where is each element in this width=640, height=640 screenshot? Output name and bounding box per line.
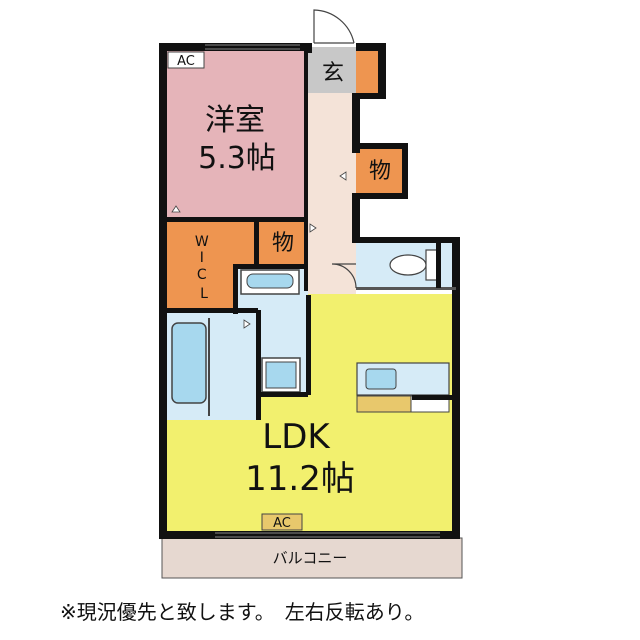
ldk-name: LDK	[262, 417, 331, 457]
wash-sink	[246, 273, 294, 289]
western-room-size: 5.3帖	[198, 141, 276, 176]
bathtub	[171, 322, 207, 404]
walls	[159, 43, 460, 539]
balcony	[161, 537, 463, 579]
storage-middle-label: 物	[272, 231, 294, 256]
kitchen-base	[356, 395, 412, 413]
wic-label: W I C L	[195, 234, 213, 302]
bath-divider	[208, 318, 210, 416]
western-room-name: 洋室	[205, 103, 265, 138]
entrance	[308, 47, 356, 93]
toilet-bowl	[389, 254, 427, 276]
ldk-size: 11.2帖	[245, 459, 355, 499]
direction-marker	[243, 319, 251, 329]
storage-upper	[356, 47, 380, 93]
storage-upper-label: 物	[369, 159, 391, 184]
entrance-door	[313, 9, 355, 44]
ac-bottom-label: AC	[273, 516, 291, 531]
ac-top-box	[167, 51, 205, 69]
ldk-area	[163, 294, 456, 538]
ac-top-label: AC	[177, 54, 195, 69]
washing-machine-drum	[265, 361, 297, 389]
ac-bottom-box	[261, 513, 303, 531]
western-room	[163, 47, 308, 220]
toilet-door	[331, 263, 357, 289]
windows	[205, 44, 440, 538]
storage-small	[257, 220, 308, 265]
kitchen-sink	[365, 368, 397, 390]
direction-marker	[309, 223, 317, 233]
direction-marker	[171, 205, 181, 213]
balcony-label: バルコニー	[273, 549, 348, 567]
storage-middle	[356, 143, 404, 193]
direction-marker	[339, 171, 347, 181]
footnote: ※現況優先と致します。 左右反転あり。	[60, 600, 425, 624]
entrance-label: 玄	[322, 61, 344, 86]
